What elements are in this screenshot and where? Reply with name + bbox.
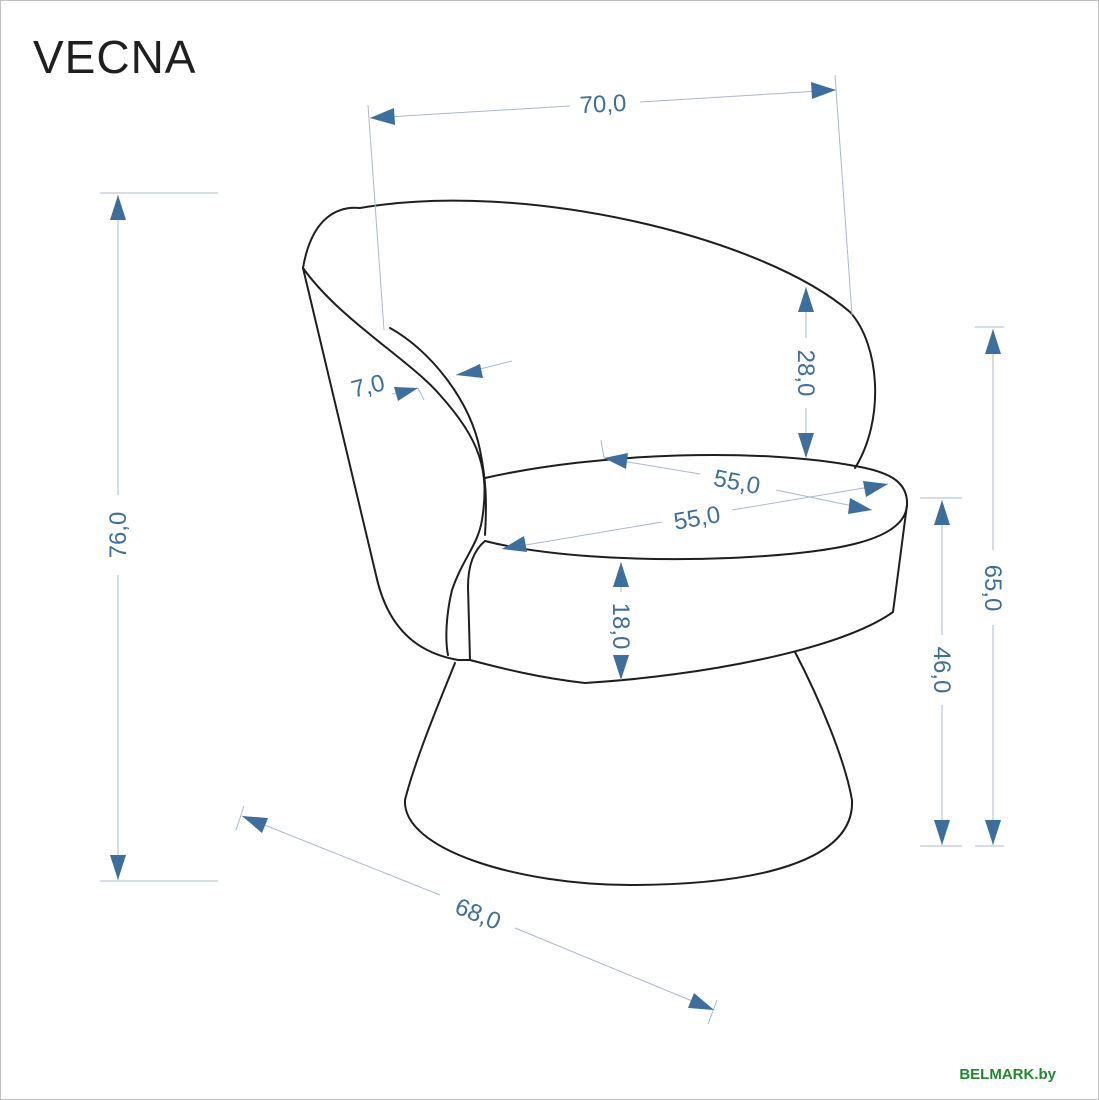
product-title: VECNA bbox=[33, 31, 197, 83]
armrest-arrow-right bbox=[456, 364, 483, 378]
armrest-front-curve bbox=[389, 327, 487, 536]
dimension-armrest-height: 65,0 bbox=[975, 326, 1006, 847]
seat-thickness-label: 18,0 bbox=[607, 603, 634, 650]
seat-thickness-arrow-bottom bbox=[613, 655, 629, 680]
seat-depth-arrow-left bbox=[604, 453, 628, 469]
dimension-total-height: 76,0 bbox=[100, 192, 218, 882]
seat-height-label: 46,0 bbox=[928, 647, 955, 694]
seat-height-arrow-top bbox=[934, 500, 950, 525]
seat-width-arrow-left bbox=[502, 536, 527, 552]
brand-watermark: BELMARK.by bbox=[959, 1066, 1056, 1083]
pedestal-base-outline bbox=[403, 651, 854, 886]
dimension-width: 70,0 bbox=[367, 74, 853, 331]
backrest-outer-outline bbox=[302, 199, 877, 469]
seat-width-label: 55,0 bbox=[672, 501, 723, 536]
seat-height-arrow-bottom bbox=[934, 820, 950, 845]
armrest-arrow-left bbox=[394, 387, 418, 401]
depth-arrow-left bbox=[242, 816, 268, 833]
chair-outline bbox=[302, 199, 909, 886]
dimension-backrest-height: 28,0 bbox=[792, 287, 819, 458]
backrest-height-label: 28,0 bbox=[792, 350, 819, 397]
seat-front-outline bbox=[467, 504, 908, 684]
height-arrow-bottom bbox=[110, 855, 126, 880]
total-height-label: 76,0 bbox=[105, 512, 132, 559]
width-arrow-right bbox=[811, 82, 836, 99]
height-arrow-top bbox=[110, 195, 126, 220]
armrest-height-label: 65,0 bbox=[979, 565, 1006, 612]
backrest-arrow-top bbox=[798, 287, 814, 312]
backrest-arrow-bottom bbox=[798, 433, 814, 458]
seat-width-arrow-right bbox=[863, 481, 888, 497]
dimension-depth: 68,0 bbox=[235, 805, 718, 1025]
depth-label: 68,0 bbox=[451, 893, 504, 936]
seat-depth-arrow-right bbox=[848, 498, 872, 514]
depth-arrow-right bbox=[688, 993, 714, 1010]
armrest-height-arrow-bottom bbox=[985, 820, 1001, 845]
width-arrow-left bbox=[370, 108, 395, 125]
width-label: 70,0 bbox=[579, 90, 627, 119]
dimension-seat-height: 46,0 bbox=[920, 497, 962, 847]
armrest-height-arrow-top bbox=[985, 329, 1001, 354]
dimension-seat-thickness: 18,0 bbox=[607, 562, 634, 680]
dimension-seat-depth: 55,0 bbox=[600, 439, 873, 514]
seat-thickness-arrow-top bbox=[613, 562, 629, 587]
armrest-thickness-label: 7,0 bbox=[349, 369, 388, 403]
shell-inner-edge bbox=[302, 267, 486, 656]
dimension-seat-width: 55,0 bbox=[501, 481, 889, 552]
shell-left-side bbox=[302, 267, 459, 661]
seat-depth-label: 55,0 bbox=[711, 465, 762, 500]
dimension-armrest-thickness: 7,0 bbox=[349, 360, 513, 404]
